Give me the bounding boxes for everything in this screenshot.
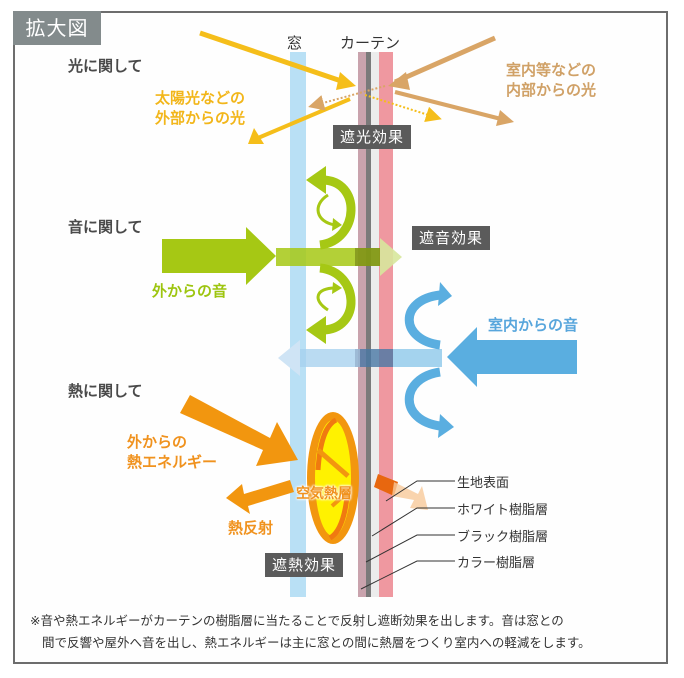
sound-echo-lower (306, 263, 356, 344)
light-blocking-effect-badge: 遮光効果 (333, 125, 412, 149)
light-transmit-dotted-inside (308, 85, 386, 111)
sound-echo-upper (306, 166, 356, 250)
air-heat-layer (307, 412, 359, 544)
window-pane (290, 52, 306, 597)
sound-outside-arrow (162, 227, 276, 285)
heat-outside-label: 外からの 熱エネルギー (127, 432, 217, 472)
layer-label-color-resin: カラー樹脂層 (457, 556, 536, 571)
light-inside-arrow (388, 35, 497, 90)
heat-reflect-arrow (226, 480, 294, 514)
heat-blocking-effect-badge: 遮熱効果 (265, 553, 344, 577)
sound-inside-label: 室内からの音 (488, 316, 579, 334)
white-resin-layer (371, 52, 379, 597)
sound-outside-label: 外からの音 (152, 282, 228, 300)
air-heat-layer-label: 空気熱層 (296, 486, 352, 502)
heat-outside-label-line1: 外からの (127, 433, 188, 451)
black-resin-layer (366, 52, 371, 597)
layer-label-black-resin: ブラック樹脂層 (457, 530, 549, 545)
light-inside-label: 室内等などの 内部からの光 (506, 60, 596, 100)
light-inside-label-line1: 室内等などの (506, 61, 597, 79)
layer-label-fabric-surface: 生地表面 (457, 476, 510, 491)
light-outside-label-line1: 太陽光などの (155, 89, 246, 107)
light-transmit-dotted-outside (364, 94, 442, 123)
sound-transmit-arrow (276, 238, 402, 276)
layer-leader-lines (360, 480, 455, 590)
light-section-title: 光に関して (68, 57, 143, 75)
layer-label-white-resin: ホワイト樹脂層 (457, 503, 549, 518)
heat-incoming-arrow (180, 395, 298, 466)
light-reflect-arrow (248, 97, 351, 144)
heat-transmit-arrow (374, 474, 428, 510)
sound-section-title: 音に関して (68, 218, 143, 236)
light-outside-label: 太陽光などの 外部からの光 (155, 88, 245, 128)
footnote: ※音や熱エネルギーがカーテンの樹脂層に当たることで反射し遮断効果を出します。音は… (30, 610, 660, 654)
window-header: 窓 (287, 34, 303, 52)
sound-blocking-effect-badge: 遮音効果 (412, 226, 491, 250)
footnote-line1: ※音や熱エネルギーがカーテンの樹脂層に当たることで反射し遮断効果を出します。音は… (30, 613, 564, 628)
light-outside-label-line2: 外部からの光 (155, 109, 246, 127)
curtain-header: カーテン (340, 34, 401, 52)
color-resin-layer (379, 52, 393, 597)
heat-outside-label-line2: 熱エネルギー (127, 453, 218, 471)
footnote-line2: 間で反響や屋外へ音を出し、熱エネルギーは主に窓との間に熱層をつくり室内への軽減を… (42, 635, 591, 650)
light-inside-label-line2: 内部からの光 (506, 81, 597, 99)
light-outside-arrow (199, 30, 356, 90)
sound-inside-arrow (447, 327, 577, 387)
sound-inside-echo-lower (404, 367, 454, 438)
enlarged-view-tag: 拡大図 (13, 11, 101, 45)
sound-inside-echo-upper (404, 282, 452, 350)
sound-inside-transmit-arrow (278, 340, 442, 376)
light-inside-reflect-arrow (394, 90, 514, 126)
curtain-surface-layer (358, 52, 366, 597)
heat-reflect-label: 熱反射 (228, 519, 274, 537)
heat-section-title: 熱に関して (68, 382, 143, 400)
